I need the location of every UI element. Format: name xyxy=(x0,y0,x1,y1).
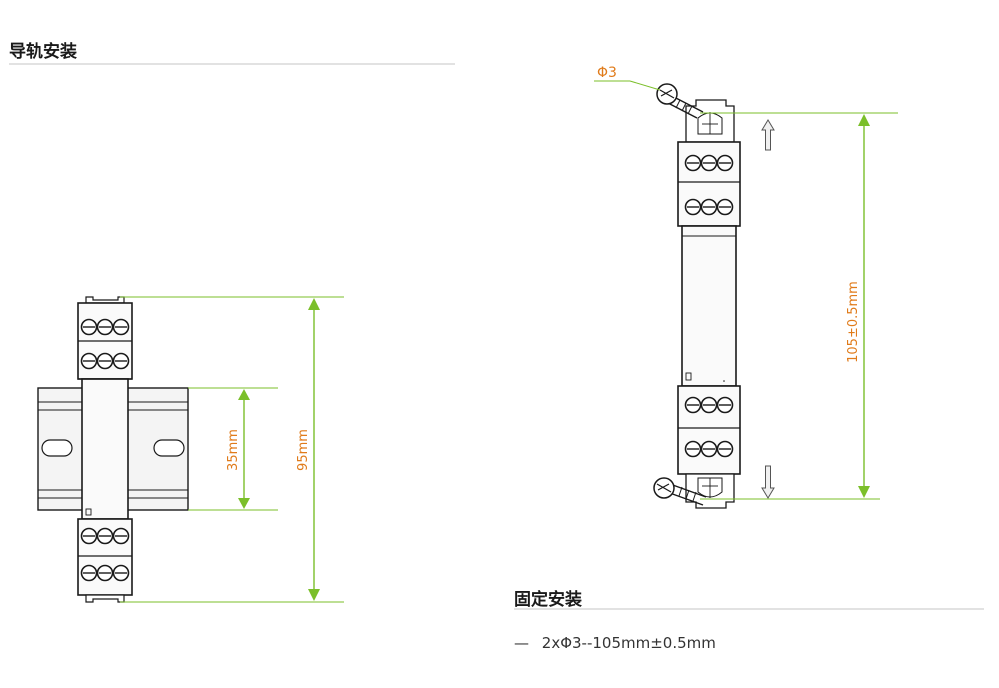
bottom-mount-ear xyxy=(685,473,735,509)
dim-105mm xyxy=(700,112,898,500)
bottom-screw xyxy=(653,477,707,506)
dim-95mm xyxy=(120,296,344,603)
dim-105mm-label: 105±0.5mm xyxy=(846,281,861,363)
screw-mount-divider xyxy=(514,608,984,610)
mount-spec-note: — 2xΦ3--105mm±0.5mm xyxy=(514,634,716,652)
screw-mount-title: 固定安装 xyxy=(514,590,582,610)
dim-95mm-label: 95mm xyxy=(296,429,311,471)
note-text: 2xΦ3--105mm±0.5mm xyxy=(541,634,716,652)
hole-diameter-label: Φ3 xyxy=(597,65,617,81)
top-screw xyxy=(656,83,704,119)
din-rail-assembly xyxy=(37,296,344,603)
right-module xyxy=(677,141,741,475)
hole-leader xyxy=(594,80,661,91)
note-dash: — xyxy=(514,634,529,652)
rail-mount-divider xyxy=(9,63,455,65)
top-mount-ear xyxy=(685,99,735,143)
dim-35mm xyxy=(188,387,278,511)
rail-mount-title: 导轨安装 xyxy=(9,42,77,62)
screw-mount-assembly xyxy=(594,80,898,509)
arrow-up-icon xyxy=(761,119,775,151)
left-module xyxy=(77,296,133,603)
dim-35mm-label: 35mm xyxy=(226,429,241,471)
arrow-down-icon xyxy=(761,465,775,499)
